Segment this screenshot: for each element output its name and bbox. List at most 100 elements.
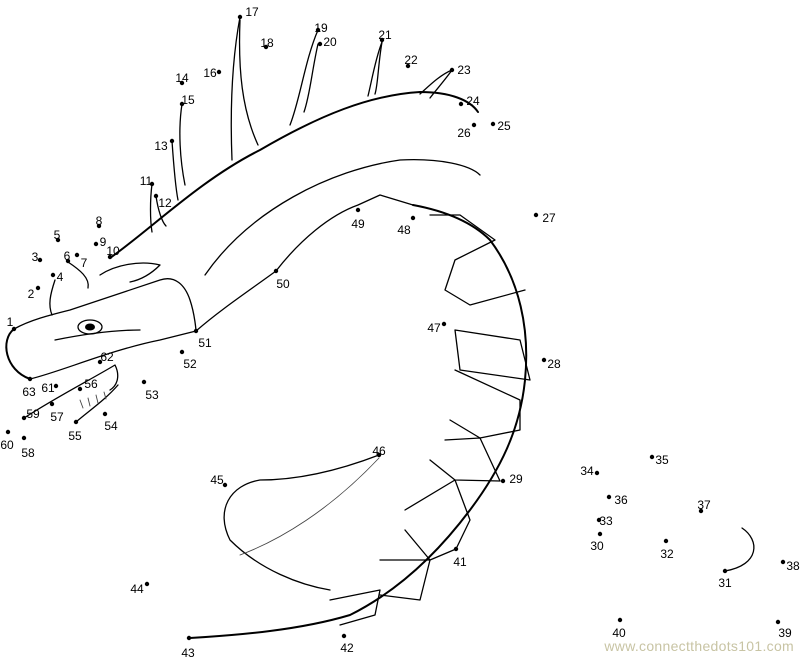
dot-label-20: 20 — [323, 35, 337, 49]
dot-11 — [149, 181, 155, 187]
dot-51 — [193, 328, 199, 334]
dot-25 — [490, 121, 496, 127]
dot-45 — [222, 482, 228, 488]
dot-34 — [594, 470, 600, 476]
dot-label-63: 63 — [22, 385, 36, 399]
dot-label-37: 37 — [697, 498, 711, 512]
dot-label-1: 1 — [7, 315, 14, 329]
dot-1 — [11, 326, 17, 332]
dot-label-21: 21 — [378, 28, 392, 42]
dragon-outline — [5, 16, 755, 639]
dot-label-30: 30 — [590, 539, 604, 553]
dot-label-39: 39 — [778, 626, 792, 640]
dot-26 — [471, 122, 477, 128]
dot-58 — [21, 435, 27, 441]
dot-label-22: 22 — [404, 53, 418, 67]
dot-33 — [596, 517, 602, 523]
dot-label-56: 56 — [84, 377, 98, 391]
dot-38 — [780, 559, 786, 565]
dot-9 — [93, 241, 99, 247]
dot-36 — [606, 494, 612, 500]
dot-label-5: 5 — [54, 228, 61, 242]
dot-41 — [453, 546, 459, 552]
dot-label-44: 44 — [130, 582, 144, 596]
dot-label-46: 46 — [372, 444, 386, 458]
dot-60 — [5, 429, 11, 435]
dot-label-43: 43 — [181, 646, 195, 658]
dot-label-7: 7 — [81, 256, 88, 270]
dot-21 — [379, 37, 385, 43]
dot-label-42: 42 — [340, 641, 354, 655]
dot-label-23: 23 — [457, 63, 471, 77]
dot-63 — [27, 376, 33, 382]
dot-29 — [500, 478, 506, 484]
dot-47 — [441, 321, 447, 327]
dot-3 — [37, 257, 43, 263]
dot-label-31: 31 — [718, 576, 732, 590]
dot-2 — [35, 285, 41, 291]
dot-label-38: 38 — [786, 559, 800, 573]
dot-55 — [73, 419, 79, 425]
dot-23 — [449, 67, 455, 73]
dot-label-16: 16 — [203, 66, 217, 80]
dot-label-57: 57 — [50, 410, 64, 424]
dot-7 — [74, 252, 80, 258]
dot-18 — [263, 44, 269, 50]
dot-label-45: 45 — [210, 473, 224, 487]
dot-40 — [617, 617, 623, 623]
dot-label-26: 26 — [457, 126, 471, 140]
dot-5 — [55, 237, 61, 243]
dot-label-60: 60 — [0, 438, 14, 452]
dot-label-59: 59 — [26, 407, 40, 421]
dot-31 — [722, 568, 728, 574]
dot-label-4: 4 — [57, 270, 64, 284]
dot-label-18: 18 — [260, 36, 274, 50]
dot-17 — [237, 14, 243, 20]
dot-30 — [597, 531, 603, 537]
dot-56 — [77, 386, 83, 392]
dot-48 — [410, 215, 416, 221]
dot-label-34: 34 — [580, 464, 594, 478]
watermark: www.connectthedots101.com — [604, 638, 794, 654]
dot-label-28: 28 — [547, 357, 561, 371]
dot-label-17: 17 — [245, 5, 259, 19]
dot-61 — [53, 383, 59, 389]
dot-12 — [153, 193, 159, 199]
dot-27 — [533, 212, 539, 218]
dot-22 — [405, 63, 411, 69]
dot-label-47: 47 — [427, 321, 441, 335]
dot-54 — [102, 411, 108, 417]
dot-label-29: 29 — [509, 472, 523, 486]
dot-24 — [458, 101, 464, 107]
dot-13 — [169, 138, 175, 144]
dot-label-51: 51 — [198, 336, 212, 350]
dot-50 — [273, 268, 279, 274]
dot-label-12: 12 — [158, 196, 172, 210]
dot-label-33: 33 — [599, 514, 613, 528]
dot-49 — [355, 207, 361, 213]
dot-label-53: 53 — [145, 388, 159, 402]
dot-44 — [144, 581, 150, 587]
dot-32 — [663, 538, 669, 544]
dot-19 — [315, 27, 321, 33]
dot-10 — [107, 254, 113, 260]
dot-label-19: 19 — [314, 21, 328, 35]
dot-label-48: 48 — [397, 223, 411, 237]
dot-label-11: 11 — [140, 174, 153, 188]
dot-label-62: 62 — [100, 350, 114, 364]
dot-label-15: 15 — [181, 93, 195, 107]
dot-20 — [317, 41, 323, 47]
dot-label-27: 27 — [542, 211, 556, 225]
dot-62 — [97, 359, 103, 365]
dot-label-36: 36 — [614, 493, 628, 507]
dot-label-32: 32 — [660, 547, 674, 561]
dot-label-49: 49 — [351, 217, 365, 231]
dot-label-50: 50 — [276, 277, 290, 291]
dot-label-8: 8 — [96, 214, 103, 228]
dot-8 — [96, 223, 102, 229]
dot-6 — [65, 258, 71, 264]
dot-label-25: 25 — [497, 119, 511, 133]
dot-46 — [376, 452, 382, 458]
